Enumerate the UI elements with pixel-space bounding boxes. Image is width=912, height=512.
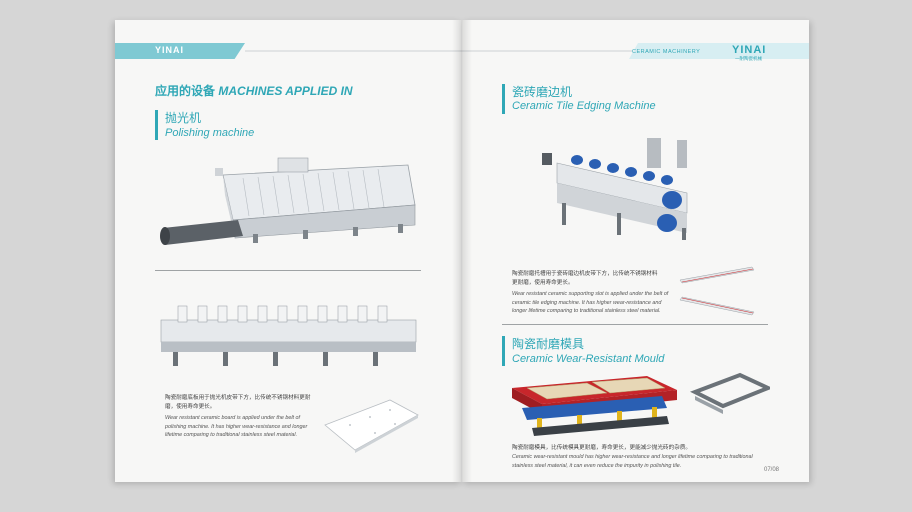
board-desc-en: Wear resistant ceramic board is applied … bbox=[165, 415, 308, 438]
header-rule-right bbox=[462, 50, 632, 52]
polishing-machine-image bbox=[160, 157, 416, 245]
header-banner bbox=[115, 43, 245, 59]
polishing-machine-top-image bbox=[160, 305, 417, 366]
mould-title-zh: 陶瓷耐磨模具 bbox=[512, 337, 585, 351]
left-page: YINAI 应用的设备 MACHINES APPLIED IN 抛光机 Poli… bbox=[115, 20, 462, 482]
section-title-en: MACHINES APPLIED IN bbox=[218, 84, 353, 98]
header-small-text: CERAMIC MACHINERY bbox=[632, 49, 701, 55]
edging-machine-image bbox=[542, 138, 688, 240]
edging-desc-zh: 陶瓷耐磨托槽用于瓷砖磨边机皮带下方，比传统不锈钢材料更耐磨，使用寿命更长。 bbox=[512, 271, 658, 286]
polishing-title-en: Polishing machine bbox=[165, 127, 255, 139]
board-desc-zh: 陶瓷耐磨底板用于抛光机皮带下方，比传统不锈钢材料更耐磨，使用寿命更长。 bbox=[165, 395, 311, 410]
polishing-title-zh: 抛光机 bbox=[165, 111, 202, 125]
page-number: 07/08 bbox=[764, 467, 780, 473]
heading-accent-bar bbox=[502, 336, 505, 366]
ceramic-mould-image bbox=[512, 376, 677, 436]
edging-title-en: Ceramic Tile Edging Machine bbox=[512, 100, 656, 112]
book-spine bbox=[452, 20, 472, 482]
right-page: CERAMIC MACHINERY YINAI 一耐陶瓷机械 瓷砖磨边机 Cer… bbox=[462, 20, 809, 482]
header-brand: YINAI bbox=[155, 45, 185, 55]
supporting-slot-image bbox=[679, 266, 755, 316]
mould-title-en: Ceramic Wear-Resistant Mould bbox=[512, 353, 665, 365]
header-brand-right: YINAI bbox=[732, 44, 767, 56]
section-title: 应用的设备 MACHINES APPLIED IN bbox=[155, 82, 353, 99]
mould-desc-en: Ceramic wear-resistant mould has higher … bbox=[512, 454, 753, 469]
heading-accent-bar bbox=[502, 84, 505, 114]
heading-accent-bar bbox=[155, 110, 158, 140]
mould-frame-image bbox=[690, 372, 770, 414]
section-divider bbox=[502, 324, 768, 325]
section-title-zh: 应用的设备 bbox=[155, 84, 216, 98]
header-rule bbox=[245, 50, 462, 52]
edging-title-zh: 瓷砖磨边机 bbox=[512, 85, 573, 99]
mould-desc-zh: 陶瓷耐磨模具，比传统模具更耐磨，寿命更长，更能减少抛光砖的杂质。 bbox=[512, 445, 692, 451]
ceramic-board-image bbox=[324, 399, 419, 453]
header-brand-zh: 一耐陶瓷机械 bbox=[735, 56, 762, 61]
section-divider bbox=[155, 270, 421, 271]
edging-desc-en: Wear resistant ceramic supporting slot i… bbox=[512, 291, 669, 314]
header-banner-right bbox=[629, 43, 809, 59]
